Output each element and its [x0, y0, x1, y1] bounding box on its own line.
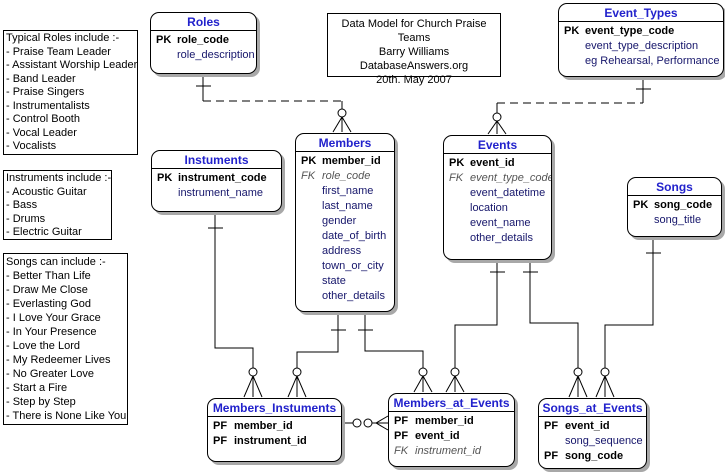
- attribute-row: location: [470, 202, 508, 214]
- attribute-row: first_name: [322, 185, 374, 197]
- attribute-row: song_sequence: [565, 435, 643, 447]
- note-line: - Everlasting God: [6, 298, 91, 310]
- attribute-row: event_name: [470, 217, 531, 229]
- entity-title: Members: [296, 134, 394, 152]
- note-line: - Praise Team Leader: [6, 45, 111, 58]
- attribute-row: address: [322, 245, 362, 257]
- rel-instuments-members_instuments: [208, 210, 263, 398]
- note-line: - Assistant Worship Leader: [6, 59, 138, 71]
- note-line: - Step by Step: [6, 396, 76, 408]
- diagram-title-line: DatabaseAnswers.org: [359, 60, 469, 72]
- note-line: - Vocalists: [6, 140, 57, 152]
- attribute-row: role_description: [177, 49, 255, 61]
- note-typical-roles: Typical Roles include :-- Praise Team Le…: [3, 30, 138, 155]
- rel-members_instuments-members_at_events: [340, 415, 389, 431]
- note-songs-can-include: Songs can include :- - Better Than Life - …: [3, 253, 128, 425]
- note-line: - Electric Guitar: [6, 226, 82, 238]
- entity-title: Members_Instuments: [208, 399, 341, 417]
- note-line: Instruments include :-: [6, 172, 112, 184]
- diagram-title-line: 20th. May 2007: [376, 74, 452, 86]
- note-line: - In Your Presence: [6, 326, 97, 338]
- note-line: - There is None Like You: [6, 410, 127, 422]
- entity-title: Members_at_Events: [389, 394, 514, 412]
- note-line: - Acoustic Guitar: [6, 185, 87, 198]
- note-line: - Better Than Life: [6, 270, 91, 282]
- note-line: - Instrumentalists: [6, 99, 90, 112]
- note-line: - Draw Me Close: [6, 284, 88, 296]
- entity-title: Songs_at_Events: [539, 399, 646, 417]
- note-instruments-include: Instruments include :-- Acoustic Guitar-…: [3, 170, 112, 240]
- rel-event_types-events: [487, 75, 651, 135]
- rel-events-members_at_events: [445, 258, 505, 393]
- entity-title: Instuments: [152, 151, 281, 169]
- note-line: - Vocal Leader: [6, 126, 77, 139]
- note-line: - Love the Lord: [6, 340, 80, 352]
- attribute-row: event_type_description: [585, 40, 699, 52]
- attribute-row: eg Rehearsal, Performance: [585, 55, 720, 67]
- diagram-title-line: Data Model for Church Praise Teams: [341, 18, 487, 44]
- attribute-row: instrument_name: [178, 187, 263, 199]
- note-line: - Control Booth: [6, 113, 80, 125]
- note-line: Songs can include :-: [6, 256, 106, 268]
- note-line: - Band Leader: [6, 72, 76, 85]
- note-line: - Start a Fire: [6, 382, 68, 394]
- rel-events-songs_at_events: [523, 258, 588, 398]
- entity-title: Events: [444, 136, 551, 154]
- entity-title: Songs: [628, 178, 721, 196]
- note-line: - No Greater Love: [6, 368, 95, 380]
- attribute-row: other_details: [322, 290, 385, 302]
- rel-members-members_at_events: [358, 310, 433, 393]
- note-line: - Bass: [6, 199, 38, 211]
- attribute-row: other_details: [470, 232, 533, 244]
- attribute-row: town_or_city: [322, 260, 384, 272]
- note-line: - I Love Your Grace: [6, 312, 101, 324]
- attribute-row: date_of_birth: [322, 230, 387, 242]
- attribute-row: state: [322, 275, 346, 287]
- rel-members-members_instuments: [287, 310, 346, 398]
- attribute-row: last_name: [322, 200, 373, 212]
- attribute-row: gender: [322, 215, 357, 227]
- entity-title: Event_Types: [559, 4, 723, 22]
- note-line: Typical Roles include :-: [6, 32, 120, 44]
- rel-songs-songs_at_events: [595, 235, 661, 398]
- attribute-row: event_datetime: [470, 187, 546, 199]
- note-line: - Praise Singers: [6, 86, 85, 98]
- note-line: - Drums: [6, 212, 46, 225]
- rel-roles-members: [196, 72, 352, 133]
- note-line: - My Redeemer Lives: [6, 354, 111, 366]
- entity-title: Roles: [151, 13, 256, 31]
- attribute-row: song_title: [654, 214, 702, 226]
- diagram-title-line: Barry Williams: [378, 46, 450, 58]
